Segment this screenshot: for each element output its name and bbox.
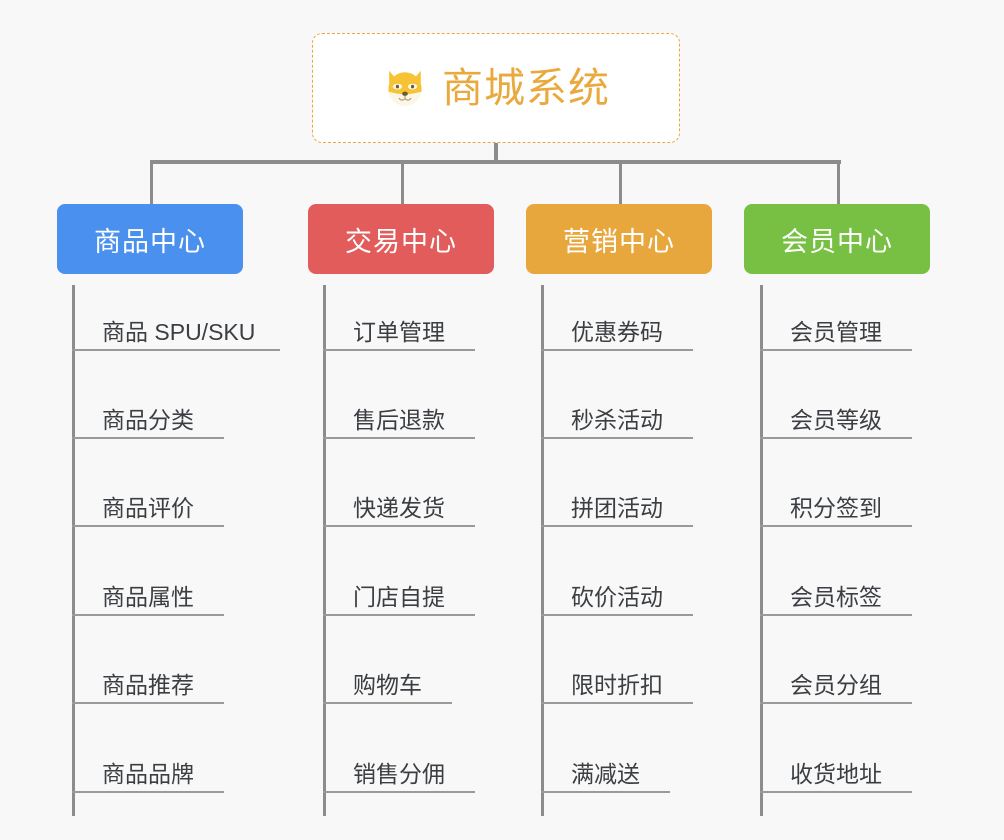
branch-trunk-line xyxy=(323,285,326,816)
leaf-item[interactable]: 拼团活动 xyxy=(541,461,693,527)
leaf-item[interactable]: 销售分佣 xyxy=(323,727,475,793)
leaf-item-label: 会员管理 xyxy=(790,318,882,345)
leaf-item[interactable]: 商品 SPU/SKU xyxy=(72,285,280,351)
leaf-item-label: 商品属性 xyxy=(102,583,194,610)
leaf-item[interactable]: 订单管理 xyxy=(323,285,475,351)
leaf-item[interactable]: 限时折扣 xyxy=(541,638,693,704)
leaf-item[interactable]: 商品推荐 xyxy=(72,638,224,704)
leaf-item-label: 订单管理 xyxy=(353,318,445,345)
connector-drop-4 xyxy=(837,160,840,204)
branch-header-会员中心[interactable]: 会员中心 xyxy=(744,204,930,274)
leaf-item-label: 门店自提 xyxy=(353,583,445,610)
root-title: 商城系统 xyxy=(442,64,610,111)
leaf-item-label: 商品分类 xyxy=(102,406,194,433)
branch-trunk-line xyxy=(760,285,763,816)
leaf-item[interactable]: 商品分类 xyxy=(72,373,224,439)
leaf-item-label: 商品 SPU/SKU xyxy=(102,318,256,345)
leaf-item[interactable]: 门店自提 xyxy=(323,550,475,616)
dog-face-icon xyxy=(388,70,422,106)
leaf-item[interactable]: 满减送 xyxy=(541,727,670,793)
leaf-item[interactable]: 会员管理 xyxy=(760,285,912,351)
leaf-item[interactable]: 售后退款 xyxy=(323,373,475,439)
leaf-item-label: 会员分组 xyxy=(790,671,882,698)
leaf-item-label: 积分签到 xyxy=(790,494,882,521)
leaf-item-label: 商品品牌 xyxy=(102,760,194,787)
leaf-item[interactable]: 商品评价 xyxy=(72,461,224,527)
leaf-item-label: 快递发货 xyxy=(353,494,445,521)
branch-header-交易中心[interactable]: 交易中心 xyxy=(308,204,494,274)
leaf-item-label: 秒杀活动 xyxy=(571,406,663,433)
branch-header-营销中心[interactable]: 营销中心 xyxy=(526,204,712,274)
leaf-item-label: 收货地址 xyxy=(790,760,882,787)
connector-drop-2 xyxy=(401,160,404,204)
branch-header-商品中心[interactable]: 商品中心 xyxy=(57,204,243,274)
leaf-item[interactable]: 商品属性 xyxy=(72,550,224,616)
root-node[interactable]: 商城系统 xyxy=(312,33,680,143)
leaf-item[interactable]: 积分签到 xyxy=(760,461,912,527)
leaf-item-label: 销售分佣 xyxy=(353,760,445,787)
leaf-item[interactable]: 收货地址 xyxy=(760,727,912,793)
leaf-item[interactable]: 会员标签 xyxy=(760,550,912,616)
leaf-item-label: 售后退款 xyxy=(353,406,445,433)
branch-trunk-line xyxy=(541,285,544,816)
leaf-item[interactable]: 砍价活动 xyxy=(541,550,693,616)
leaf-item-label: 砍价活动 xyxy=(571,583,663,610)
leaf-item[interactable]: 会员等级 xyxy=(760,373,912,439)
leaf-item-label: 购物车 xyxy=(353,671,422,698)
leaf-item[interactable]: 会员分组 xyxy=(760,638,912,704)
leaf-item[interactable]: 秒杀活动 xyxy=(541,373,693,439)
leaf-item-label: 会员等级 xyxy=(790,406,882,433)
leaf-item[interactable]: 购物车 xyxy=(323,638,452,704)
leaf-item-label: 优惠券码 xyxy=(571,318,663,345)
branch-trunk-line xyxy=(72,285,75,816)
leaf-item[interactable]: 优惠券码 xyxy=(541,285,693,351)
connector-root-stem xyxy=(494,143,498,162)
leaf-item-label: 商品推荐 xyxy=(102,671,194,698)
leaf-item-label: 商品评价 xyxy=(102,494,194,521)
connector-drop-1 xyxy=(150,160,153,204)
leaf-item[interactable]: 快递发货 xyxy=(323,461,475,527)
leaf-item-label: 满减送 xyxy=(571,760,640,787)
leaf-item-label: 限时折扣 xyxy=(571,671,663,698)
connector-drop-3 xyxy=(619,160,622,204)
leaf-item-label: 拼团活动 xyxy=(571,494,663,521)
connector-bus xyxy=(150,160,841,164)
leaf-item[interactable]: 商品品牌 xyxy=(72,727,224,793)
leaf-item-label: 会员标签 xyxy=(790,583,882,610)
